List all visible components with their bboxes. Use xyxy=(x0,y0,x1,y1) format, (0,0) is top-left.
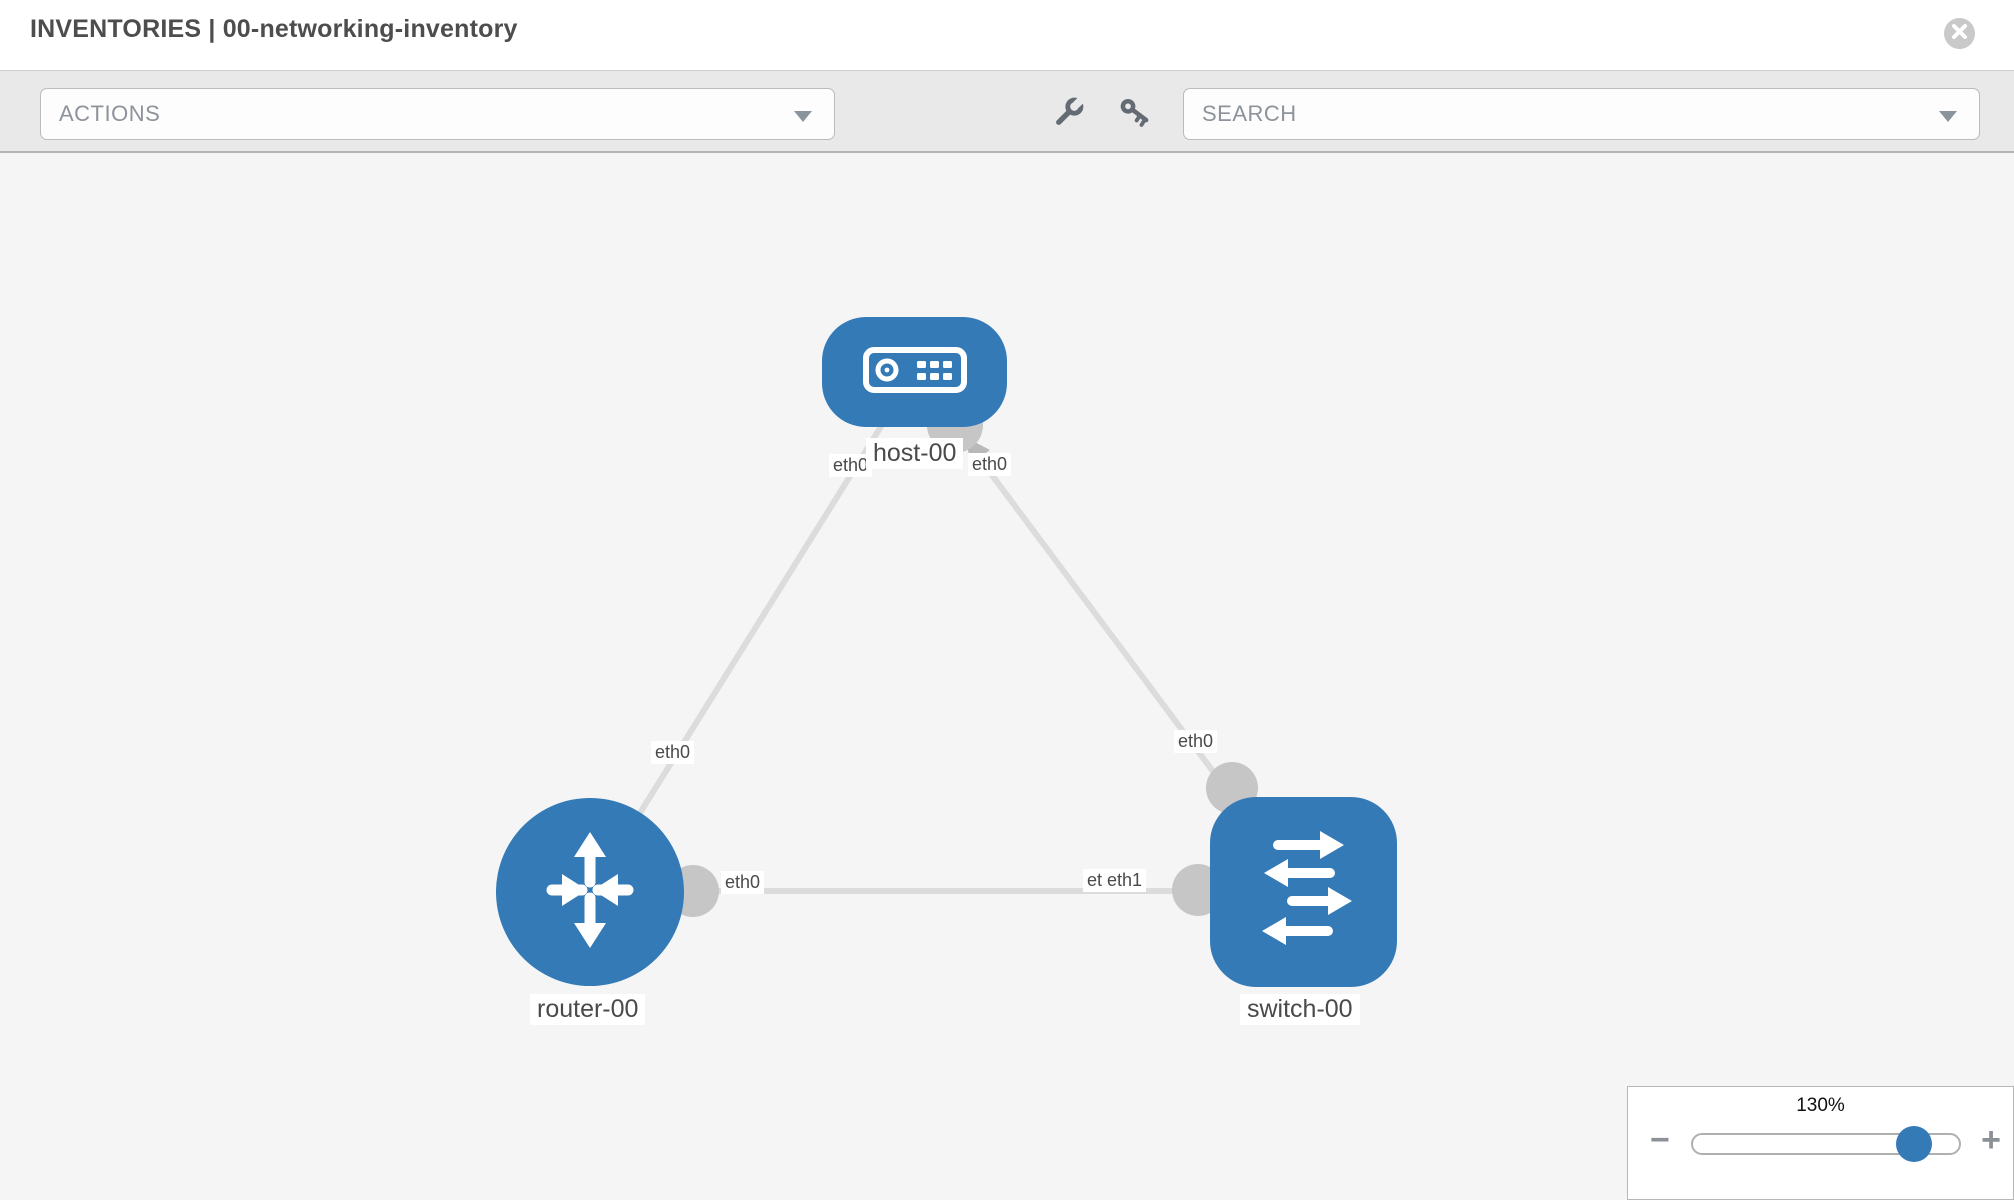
interface-label: eth0 xyxy=(721,871,765,894)
header: INVENTORIES | 00-networking-inventory xyxy=(0,0,2014,70)
zoom-in-button[interactable]: + xyxy=(1981,1121,2001,1159)
search-box[interactable]: SEARCH xyxy=(1183,88,1980,140)
switch-icon xyxy=(1246,829,1362,956)
node-host-00[interactable] xyxy=(822,317,1007,427)
host-icon xyxy=(862,346,967,398)
zoom-slider[interactable] xyxy=(1691,1126,1961,1162)
zoom-slider-thumb[interactable] xyxy=(1896,1126,1932,1162)
interface-label: eth0 xyxy=(651,741,695,764)
chevron-down-icon xyxy=(794,111,812,122)
close-button[interactable] xyxy=(1944,18,1975,49)
interface-label: eth0 xyxy=(829,454,873,477)
zoom-out-button[interactable]: − xyxy=(1650,1121,1670,1159)
node-label-switch: switch-00 xyxy=(1240,994,1360,1025)
search-placeholder: SEARCH xyxy=(1202,101,1297,126)
links-layer xyxy=(587,370,1306,917)
interface-label: eth0 xyxy=(1174,730,1218,753)
toolbar: ACTIONS SEARCH xyxy=(0,70,2014,153)
interface-label: eth0 xyxy=(968,453,1012,476)
zoom-panel: 130% − + xyxy=(1627,1086,2014,1200)
close-icon xyxy=(1952,23,1967,44)
key-icon[interactable] xyxy=(1117,95,1153,131)
zoom-level: 130% xyxy=(1796,1095,1845,1116)
chevron-down-icon xyxy=(1939,111,1957,122)
node-label-router: router-00 xyxy=(530,994,646,1025)
wrench-icon[interactable] xyxy=(1050,95,1086,131)
interface-label: eth1 xyxy=(1103,869,1147,892)
topology-canvas[interactable]: eth0 eth0 eth0 eth0 eth0 eth0 eth1 host-… xyxy=(0,153,2014,1200)
node-router-00[interactable] xyxy=(496,798,684,986)
actions-dropdown-label: ACTIONS xyxy=(59,101,161,126)
node-switch-00[interactable] xyxy=(1210,797,1397,987)
router-icon xyxy=(530,830,650,955)
node-label-host: host-00 xyxy=(866,438,964,469)
actions-dropdown[interactable]: ACTIONS xyxy=(40,88,835,140)
page-title: INVENTORIES | 00-networking-inventory xyxy=(30,15,518,43)
